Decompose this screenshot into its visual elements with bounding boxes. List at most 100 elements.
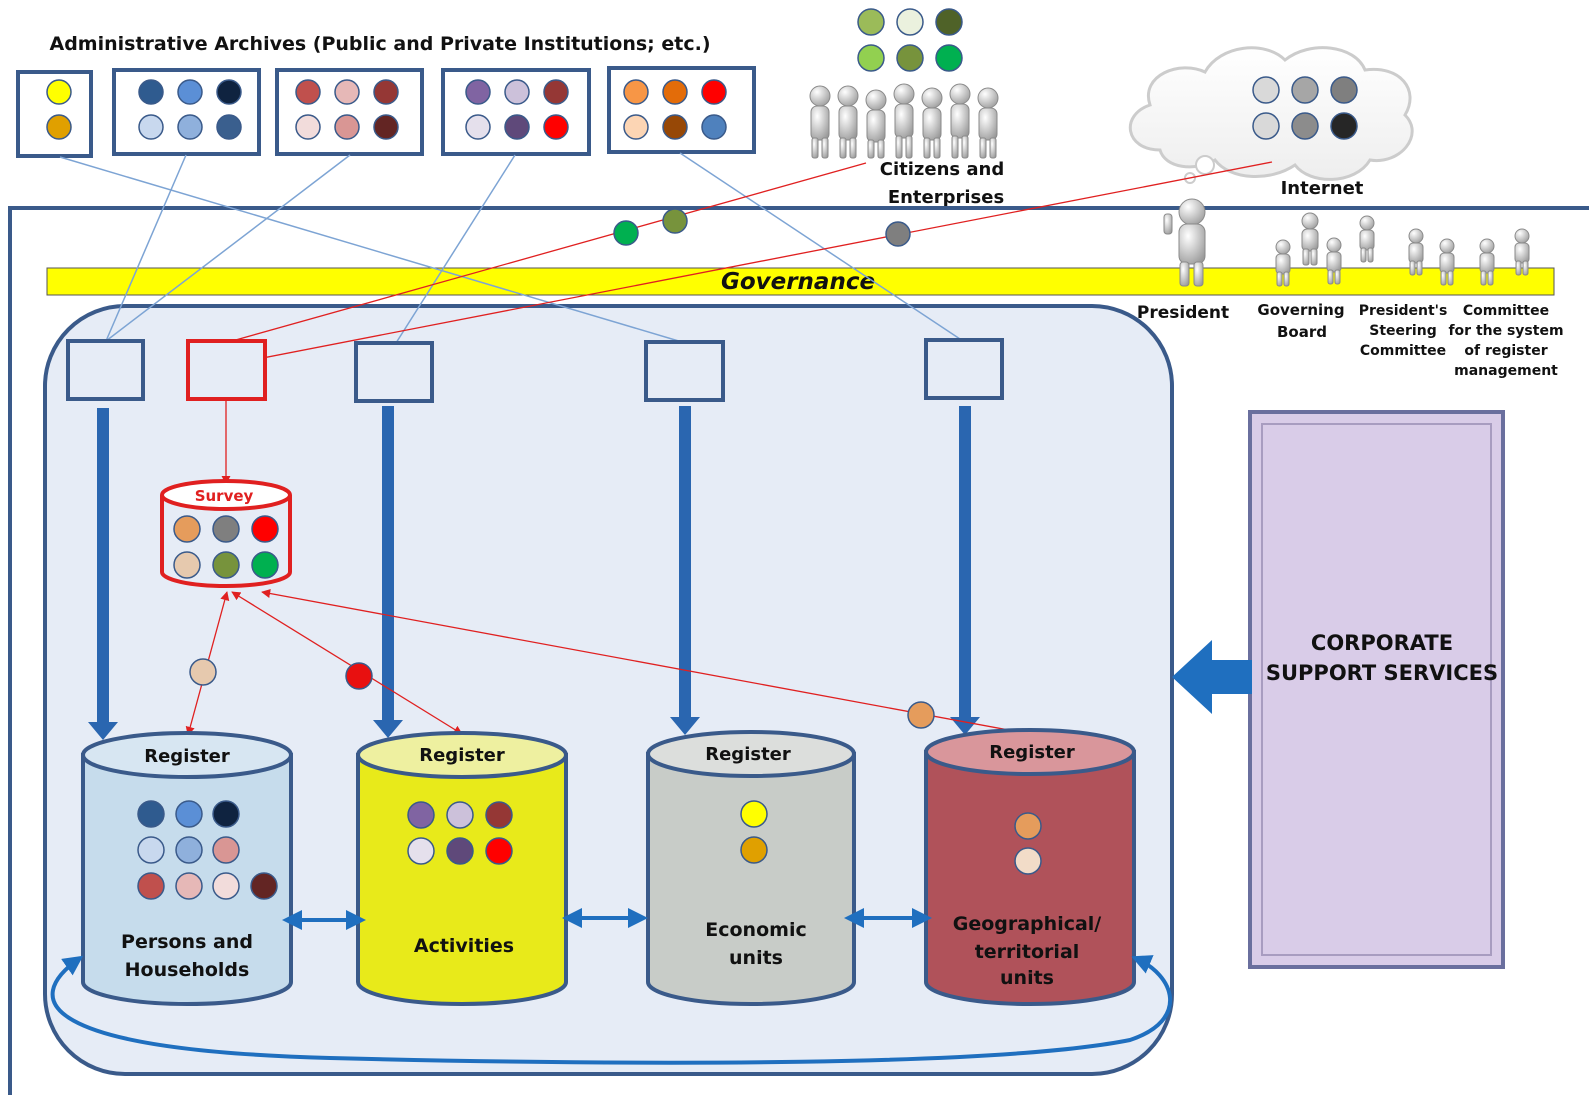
cylinder-body xyxy=(924,750,1136,1006)
dot xyxy=(465,79,491,105)
dot xyxy=(446,837,474,865)
dot xyxy=(250,872,278,900)
dot xyxy=(485,801,513,829)
outer-frame xyxy=(8,206,1589,1095)
dot xyxy=(1330,76,1358,104)
dot xyxy=(504,79,530,105)
dot xyxy=(373,114,399,140)
dot xyxy=(896,44,924,72)
dot xyxy=(216,79,242,105)
register-label-line1: Geographical/ xyxy=(953,913,1102,935)
dot xyxy=(857,44,885,72)
dot xyxy=(662,79,688,105)
dot xyxy=(623,79,649,105)
archive-box-4 xyxy=(441,68,591,156)
dot xyxy=(212,836,240,864)
register-title: Register xyxy=(144,746,230,767)
cylinder-body xyxy=(356,753,568,1006)
dot xyxy=(407,837,435,865)
president-label: President xyxy=(1137,303,1229,323)
dot xyxy=(485,837,513,865)
dot xyxy=(1252,112,1280,140)
governance-bar xyxy=(46,267,1555,296)
dot xyxy=(295,114,321,140)
dot xyxy=(175,800,203,828)
corporate-label-line2: SUPPORT SERVICES xyxy=(1266,661,1498,685)
dot xyxy=(896,8,924,36)
dot xyxy=(857,8,885,36)
dot xyxy=(504,114,530,140)
dot xyxy=(446,801,474,829)
register-economic: Register Economic units xyxy=(646,730,856,1006)
committee-figures-icon xyxy=(1479,228,1530,286)
register-label-line2: Households xyxy=(125,959,250,981)
intake-box-1 xyxy=(66,339,145,401)
archives-title: Administrative Archives (Public and Priv… xyxy=(49,33,710,55)
cylinder-top xyxy=(356,731,568,779)
dot xyxy=(740,836,768,864)
dot xyxy=(373,79,399,105)
dot xyxy=(407,801,435,829)
register-label-line3: units xyxy=(1000,967,1054,989)
committee-label-line3: of register xyxy=(1464,343,1547,359)
transit-dot xyxy=(885,221,911,247)
archive-box-3 xyxy=(275,68,424,156)
steering-label-line1: President's xyxy=(1359,303,1448,319)
register-title: Register xyxy=(419,745,505,766)
crowd-icon xyxy=(809,83,999,159)
dot xyxy=(212,800,240,828)
dot xyxy=(177,114,203,140)
board-label-line2: Board xyxy=(1277,323,1327,341)
survey-cylinder: Survey xyxy=(160,479,292,588)
register-label-line1: Economic xyxy=(705,919,806,941)
transit-dot xyxy=(662,208,688,234)
dot xyxy=(137,836,165,864)
president-figure-icon xyxy=(1163,198,1206,287)
citizens-group: Citizens and Enterprises xyxy=(809,8,1004,208)
link-dot xyxy=(907,701,935,729)
register-title: Register xyxy=(705,744,791,765)
register-label-line2: units xyxy=(729,947,783,969)
dot xyxy=(212,551,240,579)
governance-label: Governance xyxy=(721,269,875,295)
transit-dot xyxy=(613,220,639,246)
corporate-label-line1: CORPORATE xyxy=(1311,631,1453,655)
cylinder-top xyxy=(81,731,293,779)
dot xyxy=(137,800,165,828)
dot xyxy=(175,872,203,900)
dot xyxy=(137,872,165,900)
dot xyxy=(173,551,201,579)
dot xyxy=(1252,76,1280,104)
steering-figures-icon xyxy=(1359,215,1455,286)
corporate-support-box: CORPORATE SUPPORT SERVICES xyxy=(1248,410,1505,969)
cylinder-top xyxy=(924,728,1136,776)
register-title: Register xyxy=(989,742,1075,763)
cylinder-top xyxy=(646,730,856,778)
survey-input-lines xyxy=(199,161,1273,372)
register-activities: Register Activities xyxy=(356,731,568,1006)
archive-box-1 xyxy=(16,70,93,158)
dot xyxy=(251,515,279,543)
dot xyxy=(1014,847,1042,875)
internet-label: Internet xyxy=(1281,178,1364,199)
dot xyxy=(251,551,279,579)
register-links xyxy=(50,908,1173,1065)
archive-box-5 xyxy=(607,66,756,154)
committee-label-line1: Committee xyxy=(1463,303,1549,319)
register-geographical: Register Geographical/ territorial units xyxy=(924,728,1136,1006)
link-dot xyxy=(189,658,217,686)
dot xyxy=(1330,112,1358,140)
steering-label-line2: Steering xyxy=(1369,323,1436,339)
dot xyxy=(701,79,727,105)
dot xyxy=(543,79,569,105)
corporate-arrow-icon xyxy=(1172,640,1252,714)
dot xyxy=(177,79,203,105)
dot xyxy=(46,79,72,105)
dot xyxy=(334,79,360,105)
dot xyxy=(216,114,242,140)
intake-box-survey xyxy=(186,339,267,401)
board-label-line1: Governing xyxy=(1257,301,1344,319)
dot xyxy=(701,114,727,140)
link-dot xyxy=(345,662,373,690)
